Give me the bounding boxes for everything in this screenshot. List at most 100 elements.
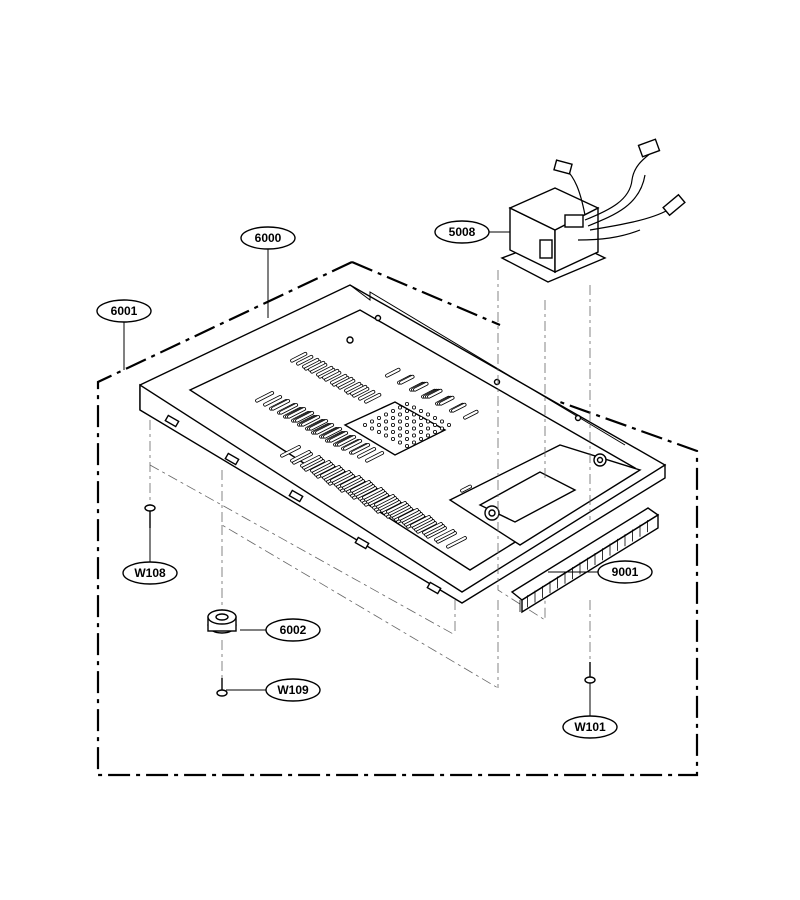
perforation-hole — [411, 412, 416, 417]
vent-slot — [301, 415, 321, 427]
perforation-hole — [411, 405, 416, 410]
callout-6001: 6001 — [96, 299, 152, 323]
vent-slot — [413, 381, 429, 392]
vent-slot — [446, 536, 467, 549]
vent-slot — [350, 480, 371, 493]
perforation-hole — [425, 412, 430, 417]
perforation-hole — [404, 443, 409, 448]
vent-slot — [362, 487, 383, 500]
vent-slot — [310, 460, 331, 473]
vent-slot — [351, 443, 371, 455]
callout-w109: W109 — [265, 678, 321, 702]
vent-slot — [434, 529, 455, 542]
vent-slot — [364, 392, 382, 404]
callout-label-w108: W108 — [134, 566, 166, 580]
perforation-hole — [383, 426, 388, 431]
perforation-hole — [362, 422, 367, 427]
vent-slot — [280, 445, 301, 458]
vent-slot — [365, 451, 385, 463]
vent-slot — [422, 522, 443, 535]
transformer-5008 — [500, 138, 686, 283]
perforation-hole — [432, 415, 437, 420]
perforation-hole — [404, 415, 409, 420]
perforation-hole — [369, 426, 374, 431]
vent-slot — [344, 381, 362, 393]
vent-slot — [358, 389, 376, 401]
leader-lines — [123, 231, 598, 716]
callout-w101: W101 — [562, 715, 618, 739]
perforation-hole — [397, 412, 402, 417]
vent-slot — [315, 423, 335, 435]
perforation-hole — [404, 422, 409, 427]
base-plate-6000 — [139, 284, 667, 604]
screw-w109 — [216, 678, 228, 697]
projection-lines — [149, 270, 591, 689]
callout-label-5008: 5008 — [449, 225, 476, 239]
vent-slot — [308, 360, 326, 372]
perforation-hole — [425, 433, 430, 438]
perforation-hole — [397, 433, 402, 438]
perforation-hole — [404, 436, 409, 441]
vent-slot — [427, 388, 443, 399]
vent-slot — [451, 402, 467, 413]
perforation-hole — [418, 408, 423, 413]
callout-5008: 5008 — [434, 220, 490, 244]
perforation-hole — [397, 405, 402, 410]
vent-slot — [340, 475, 361, 488]
vent-slot — [460, 484, 472, 493]
vent-slot — [343, 439, 363, 451]
vent-slot — [263, 395, 283, 407]
vent-slot — [316, 365, 334, 377]
vent-slot — [295, 411, 315, 423]
perforation-hole — [390, 415, 395, 420]
perforation-hole — [376, 429, 381, 434]
perforation-hole — [397, 419, 402, 424]
perforation-hole — [411, 419, 416, 424]
perforation-hole — [418, 436, 423, 441]
perforation-hole — [376, 415, 381, 420]
callout-6000: 6000 — [240, 226, 296, 250]
perforation-hole — [376, 422, 381, 427]
perforation-hole — [404, 401, 409, 406]
vent-slot — [296, 354, 314, 366]
foot-6002 — [207, 609, 237, 634]
perforation-hole — [404, 429, 409, 434]
vent-slot — [323, 427, 343, 439]
callout-label-6001: 6001 — [111, 304, 138, 318]
callout-label-w101: W101 — [574, 720, 606, 734]
callout-label-w109: W109 — [277, 683, 309, 697]
ferrite-strip-9001 — [510, 507, 660, 614]
vent-slot — [350, 384, 368, 396]
perforation-hole — [411, 440, 416, 445]
vent-slot — [309, 419, 329, 431]
callout-9001: 9001 — [597, 560, 653, 584]
perforation-hole — [418, 422, 423, 427]
perforation-hole — [411, 426, 416, 431]
vent-slot — [300, 455, 321, 468]
vent-slot — [302, 357, 320, 369]
perforation-hole — [418, 429, 423, 434]
perforation-hole — [432, 422, 437, 427]
vent-slot — [329, 431, 349, 443]
vent-slot — [330, 373, 348, 385]
vent-slot — [336, 376, 354, 388]
vent-slot — [385, 367, 401, 378]
assembly-outline-6001-top — [351, 260, 501, 327]
vent-slot — [330, 470, 351, 483]
callout-label-9001: 9001 — [612, 565, 639, 579]
perforation-hole — [383, 419, 388, 424]
callout-label-6002: 6002 — [280, 623, 307, 637]
perforation-hole — [425, 419, 430, 424]
vent-slot — [398, 508, 419, 521]
vent-slot — [271, 399, 291, 411]
perforation-hole — [418, 415, 423, 420]
vent-slot — [322, 368, 340, 380]
perforation-hole — [383, 412, 388, 417]
vent-slot — [410, 515, 431, 528]
perforation-hole — [390, 408, 395, 413]
vent-slot — [320, 465, 341, 478]
perforation-hole — [425, 426, 430, 431]
assembly-outline-6001 — [96, 261, 699, 777]
callout-w108: W108 — [122, 561, 178, 585]
